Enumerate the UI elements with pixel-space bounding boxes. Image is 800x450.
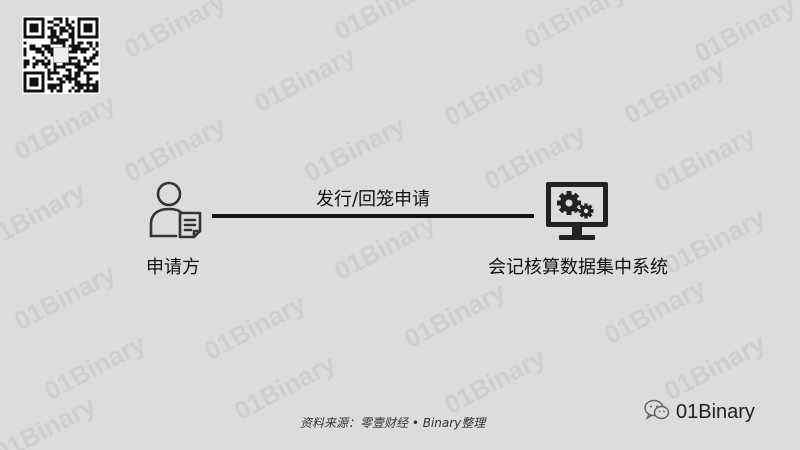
watermark: 01Binary [9,88,121,167]
watermark: 01Binary [689,0,800,69]
watermark: 01Binary [439,342,551,421]
watermark: 01Binary [439,54,551,133]
watermark: 01Binary [649,120,761,199]
watermark: 01Binary [199,288,311,367]
connector-line [212,214,534,218]
watermark: 01Binary [659,328,771,407]
watermark: 01Binary [119,110,231,189]
watermark: 01Binary [599,272,711,351]
right-node-label: 会记核算数据集中系统 [488,257,668,278]
watermark: 01Binary [249,40,361,119]
watermark: 01Binary [9,258,121,337]
watermark: 01Binary [519,0,631,55]
source-caption: 资料来源：零壹财经 • Binary整理 [300,416,486,430]
brand-badge: 01Binary [644,399,755,425]
watermark: 01Binary [0,176,91,255]
watermark: 01Binary [659,202,771,281]
watermark: 01Binary [399,276,511,355]
wechat-icon [644,399,670,425]
monitor-gears-icon [545,181,609,243]
watermark: 01Binary [619,52,731,131]
watermark: 01Binary [329,208,441,287]
watermark: 01Binary [299,110,411,189]
left-node-label: 申请方 [146,257,200,278]
watermark: 01Binary [39,328,151,407]
watermark: 01Binary [119,0,231,65]
connector-label: 发行/回笼申请 [315,189,431,210]
brand-name: 01Binary [676,400,755,423]
qr-code-icon [22,16,100,94]
watermark: 01Binary [0,390,101,450]
watermark: 01Binary [329,0,441,47]
person-document-icon [148,180,206,240]
